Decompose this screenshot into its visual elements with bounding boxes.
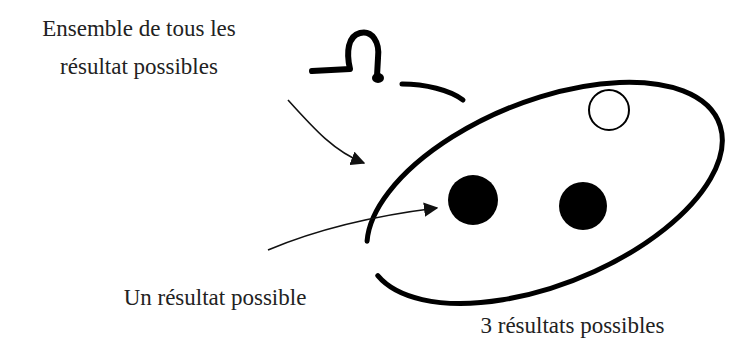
- bag-mouth: [402, 84, 463, 100]
- leader-arrow: [288, 100, 364, 163]
- bag-outline: [338, 37, 734, 347]
- bag-tie: [312, 33, 378, 76]
- tie-knot: [372, 73, 384, 83]
- count-label: 3 résultats possibles: [420, 307, 725, 345]
- black-ball: [559, 182, 607, 230]
- leader-arrow: [268, 208, 437, 250]
- black-ball: [448, 175, 498, 225]
- set-label: Ensemble de tous les résultat possibles: [8, 10, 270, 86]
- white-ball: [589, 90, 629, 130]
- outcome-label: Un résultat possible: [70, 279, 360, 317]
